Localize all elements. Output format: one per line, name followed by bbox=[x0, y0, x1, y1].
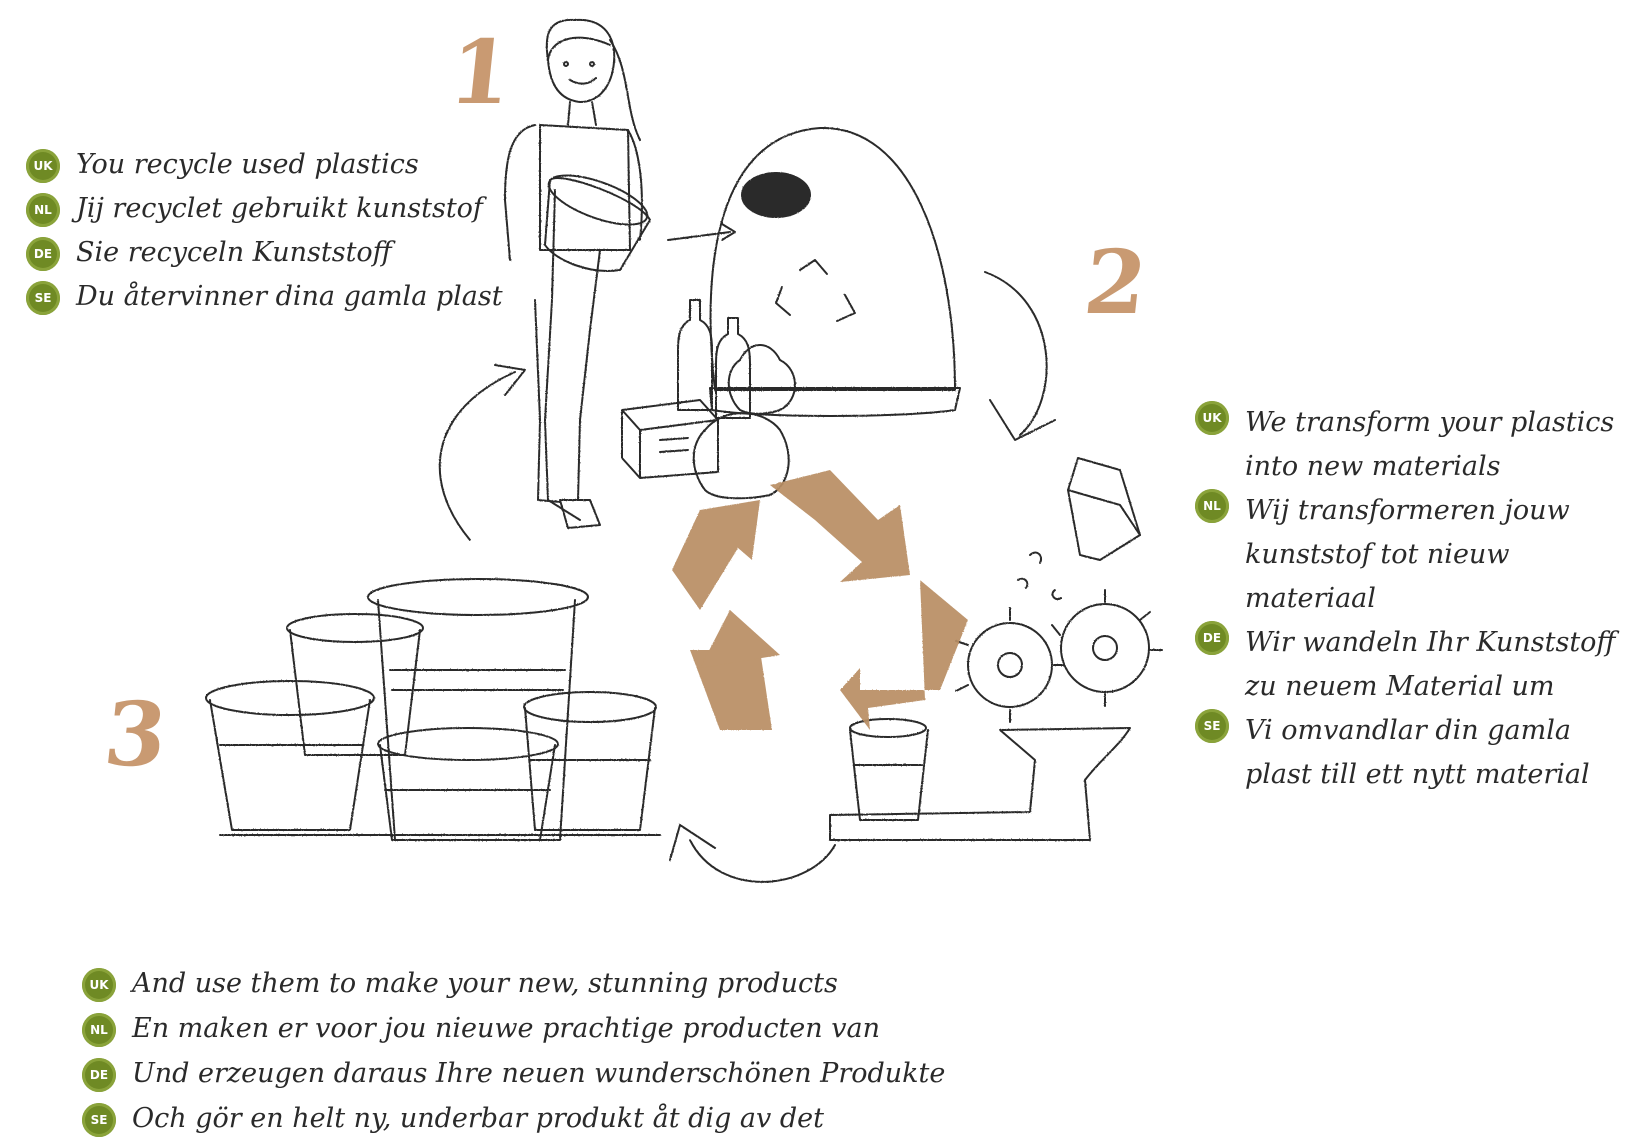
grinder-machine-icon bbox=[829, 457, 1163, 841]
caption-item: NL En maken er voor jou nieuwe prachtige … bbox=[82, 1013, 962, 1058]
language-badge-icon: SE bbox=[26, 281, 60, 315]
caption-item: UK You recycle used plastics bbox=[26, 149, 506, 193]
caption-item: SE Och gör en helt ny, underbar produkt å… bbox=[82, 1103, 962, 1148]
step-number-1: 1 bbox=[444, 20, 515, 124]
language-badge-icon: NL bbox=[26, 193, 60, 227]
language-badge-icon: DE bbox=[26, 237, 60, 271]
caption-item: DE Und erzeugen daraus Ihre neuen wunders… bbox=[82, 1058, 962, 1103]
step-number-2: 2 bbox=[1079, 230, 1150, 334]
language-badge-icon: SE bbox=[1195, 709, 1229, 743]
caption-text: We transform your plastics into new mate… bbox=[1245, 407, 1615, 482]
caption-item: UK And use them to make your new, stunnin… bbox=[82, 968, 962, 1013]
language-badge-icon: DE bbox=[82, 1058, 116, 1092]
caption-item: UK We transform your plastics into new ma… bbox=[1195, 401, 1635, 489]
language-badge-icon: NL bbox=[1195, 489, 1229, 523]
caption-item: NL Wij transformeren jouw kunststof tot n… bbox=[1195, 489, 1635, 621]
language-badge-icon: NL bbox=[82, 1013, 116, 1047]
language-badge-icon: UK bbox=[1195, 401, 1229, 435]
language-badge-icon: UK bbox=[26, 149, 60, 183]
caption-item: DE Wir wandeln Ihr Kunststoff zu neuem Ma… bbox=[1195, 621, 1635, 709]
caption-item: SE Du återvinner dina gamla plast bbox=[26, 281, 506, 325]
caption-text: Vi omvandlar din gamla plast till ett ny… bbox=[1245, 715, 1590, 790]
caption-item: SE Vi omvandlar din gamla plast till ett … bbox=[1195, 709, 1635, 797]
caption-text: You recycle used plastics bbox=[76, 149, 419, 180]
caption-item: DE Sie recyceln Kunststoff bbox=[26, 237, 506, 281]
step-number-3: 3 bbox=[99, 682, 170, 786]
caption-text: Jij recyclet gebruikt kunststof bbox=[76, 193, 483, 224]
caption-item: NL Jij recyclet gebruikt kunststof bbox=[26, 193, 506, 237]
recycling-container-icon bbox=[621, 126, 961, 500]
caption-text: Och gör en helt ny, underbar produkt åt … bbox=[132, 1103, 824, 1134]
caption-text: And use them to make your new, stunning … bbox=[132, 968, 838, 999]
language-badge-icon: UK bbox=[82, 968, 116, 1002]
caption-text: Und erzeugen daraus Ihre neuen wundersch… bbox=[132, 1058, 946, 1089]
caption-text: Du återvinner dina gamla plast bbox=[76, 281, 503, 312]
woman-figure-icon bbox=[504, 18, 651, 529]
step1-captions: UK You recycle used plastics NL Jij recycl… bbox=[26, 149, 506, 325]
caption-text: Sie recyceln Kunststoff bbox=[76, 237, 392, 268]
recycle-symbol-icon bbox=[672, 470, 968, 730]
caption-text: Wij transformeren jouw kunststof tot nie… bbox=[1245, 495, 1570, 614]
language-badge-icon: DE bbox=[1195, 621, 1229, 655]
caption-text: Wir wandeln Ihr Kunststoff zu neuem Mate… bbox=[1245, 627, 1616, 702]
cycle-arrows bbox=[438, 271, 1056, 883]
caption-text: En maken er voor jou nieuwe prachtige pr… bbox=[132, 1013, 880, 1044]
plant-pots-icon bbox=[205, 578, 661, 841]
language-badge-icon: SE bbox=[82, 1103, 116, 1137]
step3-captions: UK And use them to make your new, stunnin… bbox=[82, 968, 962, 1148]
step2-captions: UK We transform your plastics into new ma… bbox=[1195, 401, 1635, 797]
